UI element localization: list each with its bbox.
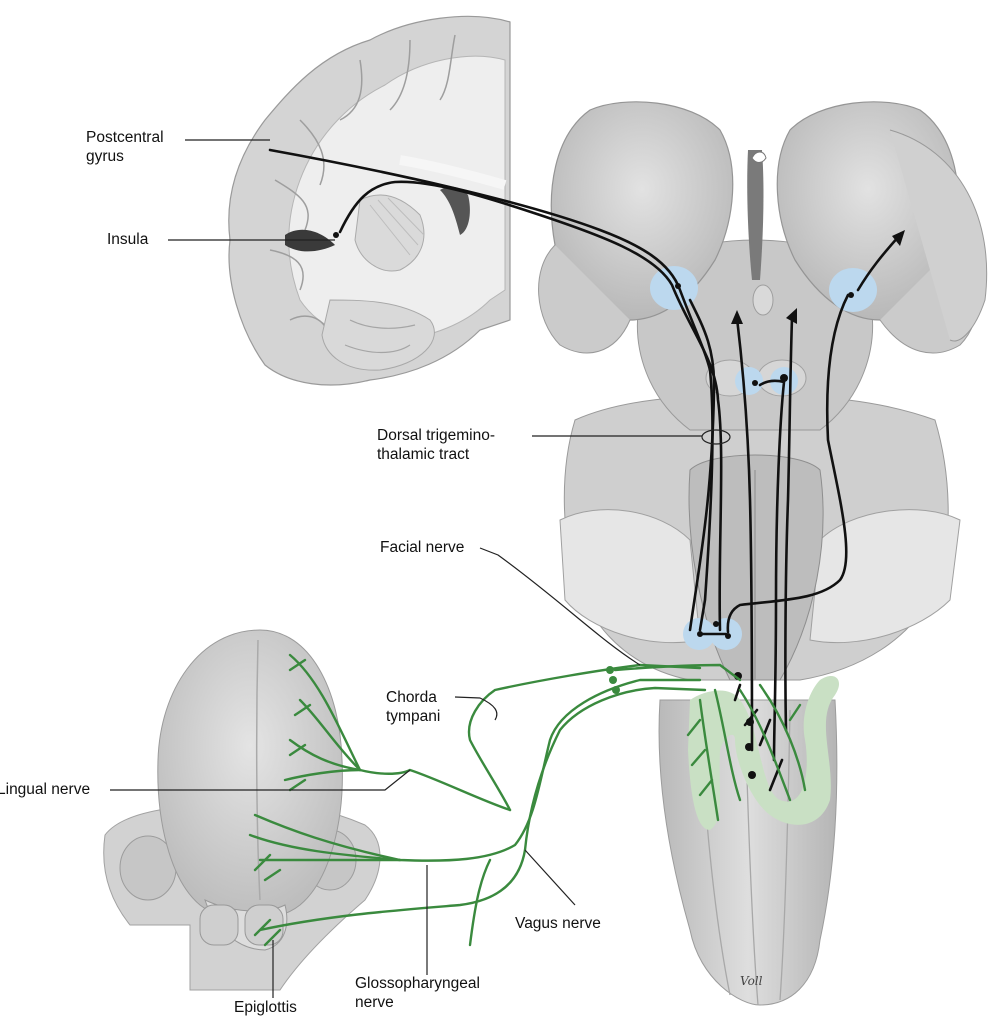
- label-postcentral-gyrus-line1: Postcentral: [86, 128, 164, 147]
- label-insula: Insula: [107, 230, 148, 249]
- label-chorda-tympani: Chorda tympani: [386, 688, 440, 726]
- label-dorsal-trigeminothalamic-line1: Dorsal trigemino-: [377, 426, 495, 445]
- label-lingual-nerve: Lingual nerve: [0, 780, 90, 799]
- tongue: [104, 630, 380, 990]
- label-chorda-tympani-line1: Chorda: [386, 688, 440, 707]
- label-glossopharyngeal-line1: Glossopharyngeal: [355, 974, 480, 993]
- label-dorsal-trigeminothalamic-line2: thalamic tract: [377, 445, 495, 464]
- label-glossopharyngeal-line2: nerve: [355, 993, 480, 1012]
- label-facial-nerve: Facial nerve: [380, 538, 464, 557]
- label-glossopharyngeal-nerve: Glossopharyngeal nerve: [355, 974, 480, 1012]
- artist-signature: Voll: [740, 974, 763, 988]
- brainstem: Voll: [539, 102, 987, 1005]
- label-postcentral-gyrus-line2: gyrus: [86, 147, 164, 166]
- label-chorda-tympani-line2: tympani: [386, 707, 440, 726]
- label-dorsal-trigeminothalamic-tract: Dorsal trigemino- thalamic tract: [377, 426, 495, 464]
- coronal-brain-section: [229, 16, 510, 385]
- label-vagus-nerve: Vagus nerve: [515, 914, 601, 933]
- label-epiglottis: Epiglottis: [234, 998, 297, 1017]
- label-postcentral-gyrus: Postcentral gyrus: [86, 128, 164, 166]
